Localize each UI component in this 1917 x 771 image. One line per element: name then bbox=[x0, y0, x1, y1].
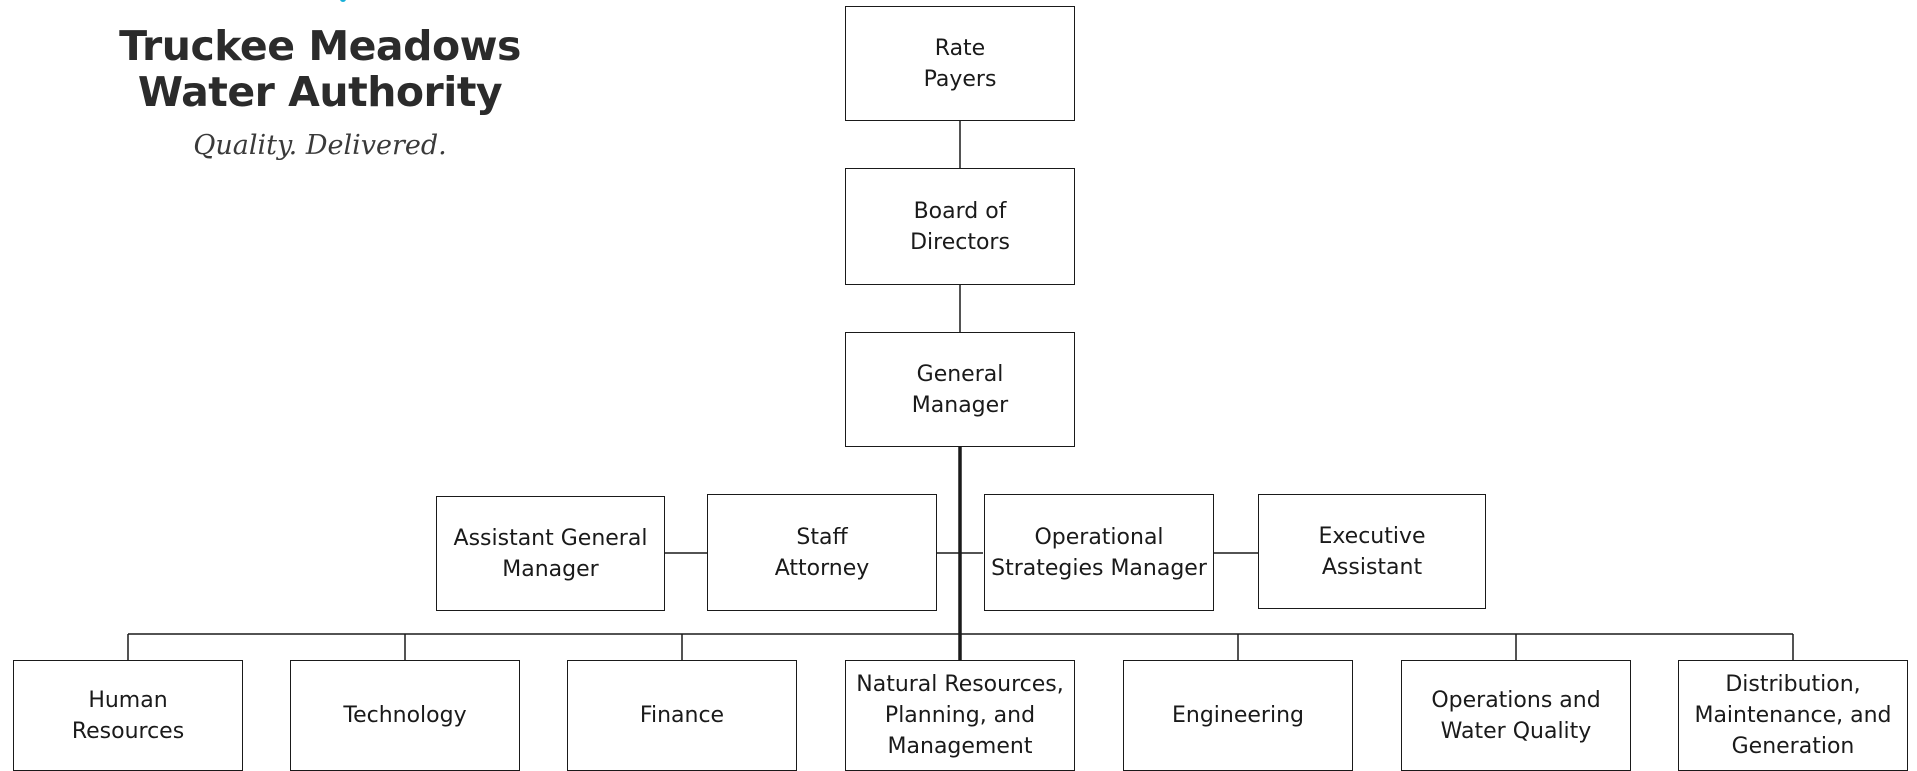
node-board-of-directors: Board of Directors bbox=[845, 168, 1075, 285]
node-executive-assistant: Executive Assistant bbox=[1258, 494, 1486, 609]
node-operational-strategies-manager: Operational Strategies Manager bbox=[984, 494, 1214, 611]
node-staff-attorney: Staff Attorney bbox=[707, 494, 937, 611]
node-dept-natural-resources: Natural Resources, Planning, and Managem… bbox=[845, 660, 1075, 771]
company-logo: Truckee Meadows Water Authority Quality.… bbox=[60, 0, 550, 180]
node-rate-payers: Rate Payers bbox=[845, 6, 1075, 121]
node-general-manager: General Manager bbox=[845, 332, 1075, 447]
node-dept-engineering: Engineering bbox=[1123, 660, 1353, 771]
node-assistant-general-manager: Assistant General Manager bbox=[436, 496, 665, 611]
logo-accent-mark bbox=[340, 0, 346, 2]
node-dept-human-resources: Human Resources bbox=[13, 660, 243, 771]
node-dept-technology: Technology bbox=[290, 660, 520, 771]
logo-name-line1: Truckee Meadows bbox=[119, 22, 521, 70]
logo-name-line2: Water Authority bbox=[137, 68, 503, 116]
node-dept-operations-water-quality: Operations and Water Quality bbox=[1401, 660, 1631, 771]
logo-tagline: Quality. Delivered. bbox=[193, 130, 447, 161]
node-dept-finance: Finance bbox=[567, 660, 797, 771]
node-dept-distribution-maintenance: Distribution, Maintenance, and Generatio… bbox=[1678, 660, 1908, 771]
